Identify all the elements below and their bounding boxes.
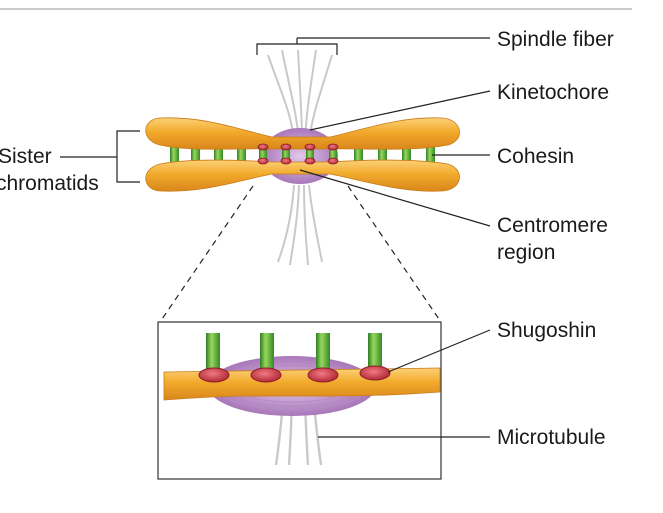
zoom-line-left (159, 185, 254, 323)
label-spindle-fiber: Spindle fiber (497, 28, 614, 51)
label-shugoshin: Shugoshin (497, 319, 596, 342)
upper-chromatid (145, 117, 460, 150)
cohesin-bars (170, 143, 435, 166)
kinetochore-disk (262, 128, 338, 184)
spindle-fibers (267, 49, 333, 266)
label-cohesin: Cohesin (497, 145, 574, 168)
label-centromere: Centromere (497, 214, 608, 237)
leader-lines (60, 37, 491, 438)
shugoshin-small (257, 143, 339, 165)
zoom-box (157, 321, 442, 480)
label-sister: Sister (0, 145, 52, 168)
label-kinetochore: Kinetochore (497, 81, 609, 104)
label-region: region (497, 241, 555, 264)
label-chromatids: chromatids (0, 172, 99, 195)
zoom-line-right (347, 185, 442, 323)
lower-chromatid (145, 159, 460, 192)
zoom-contents (163, 333, 441, 466)
label-microtubule: Microtubule (497, 426, 606, 449)
